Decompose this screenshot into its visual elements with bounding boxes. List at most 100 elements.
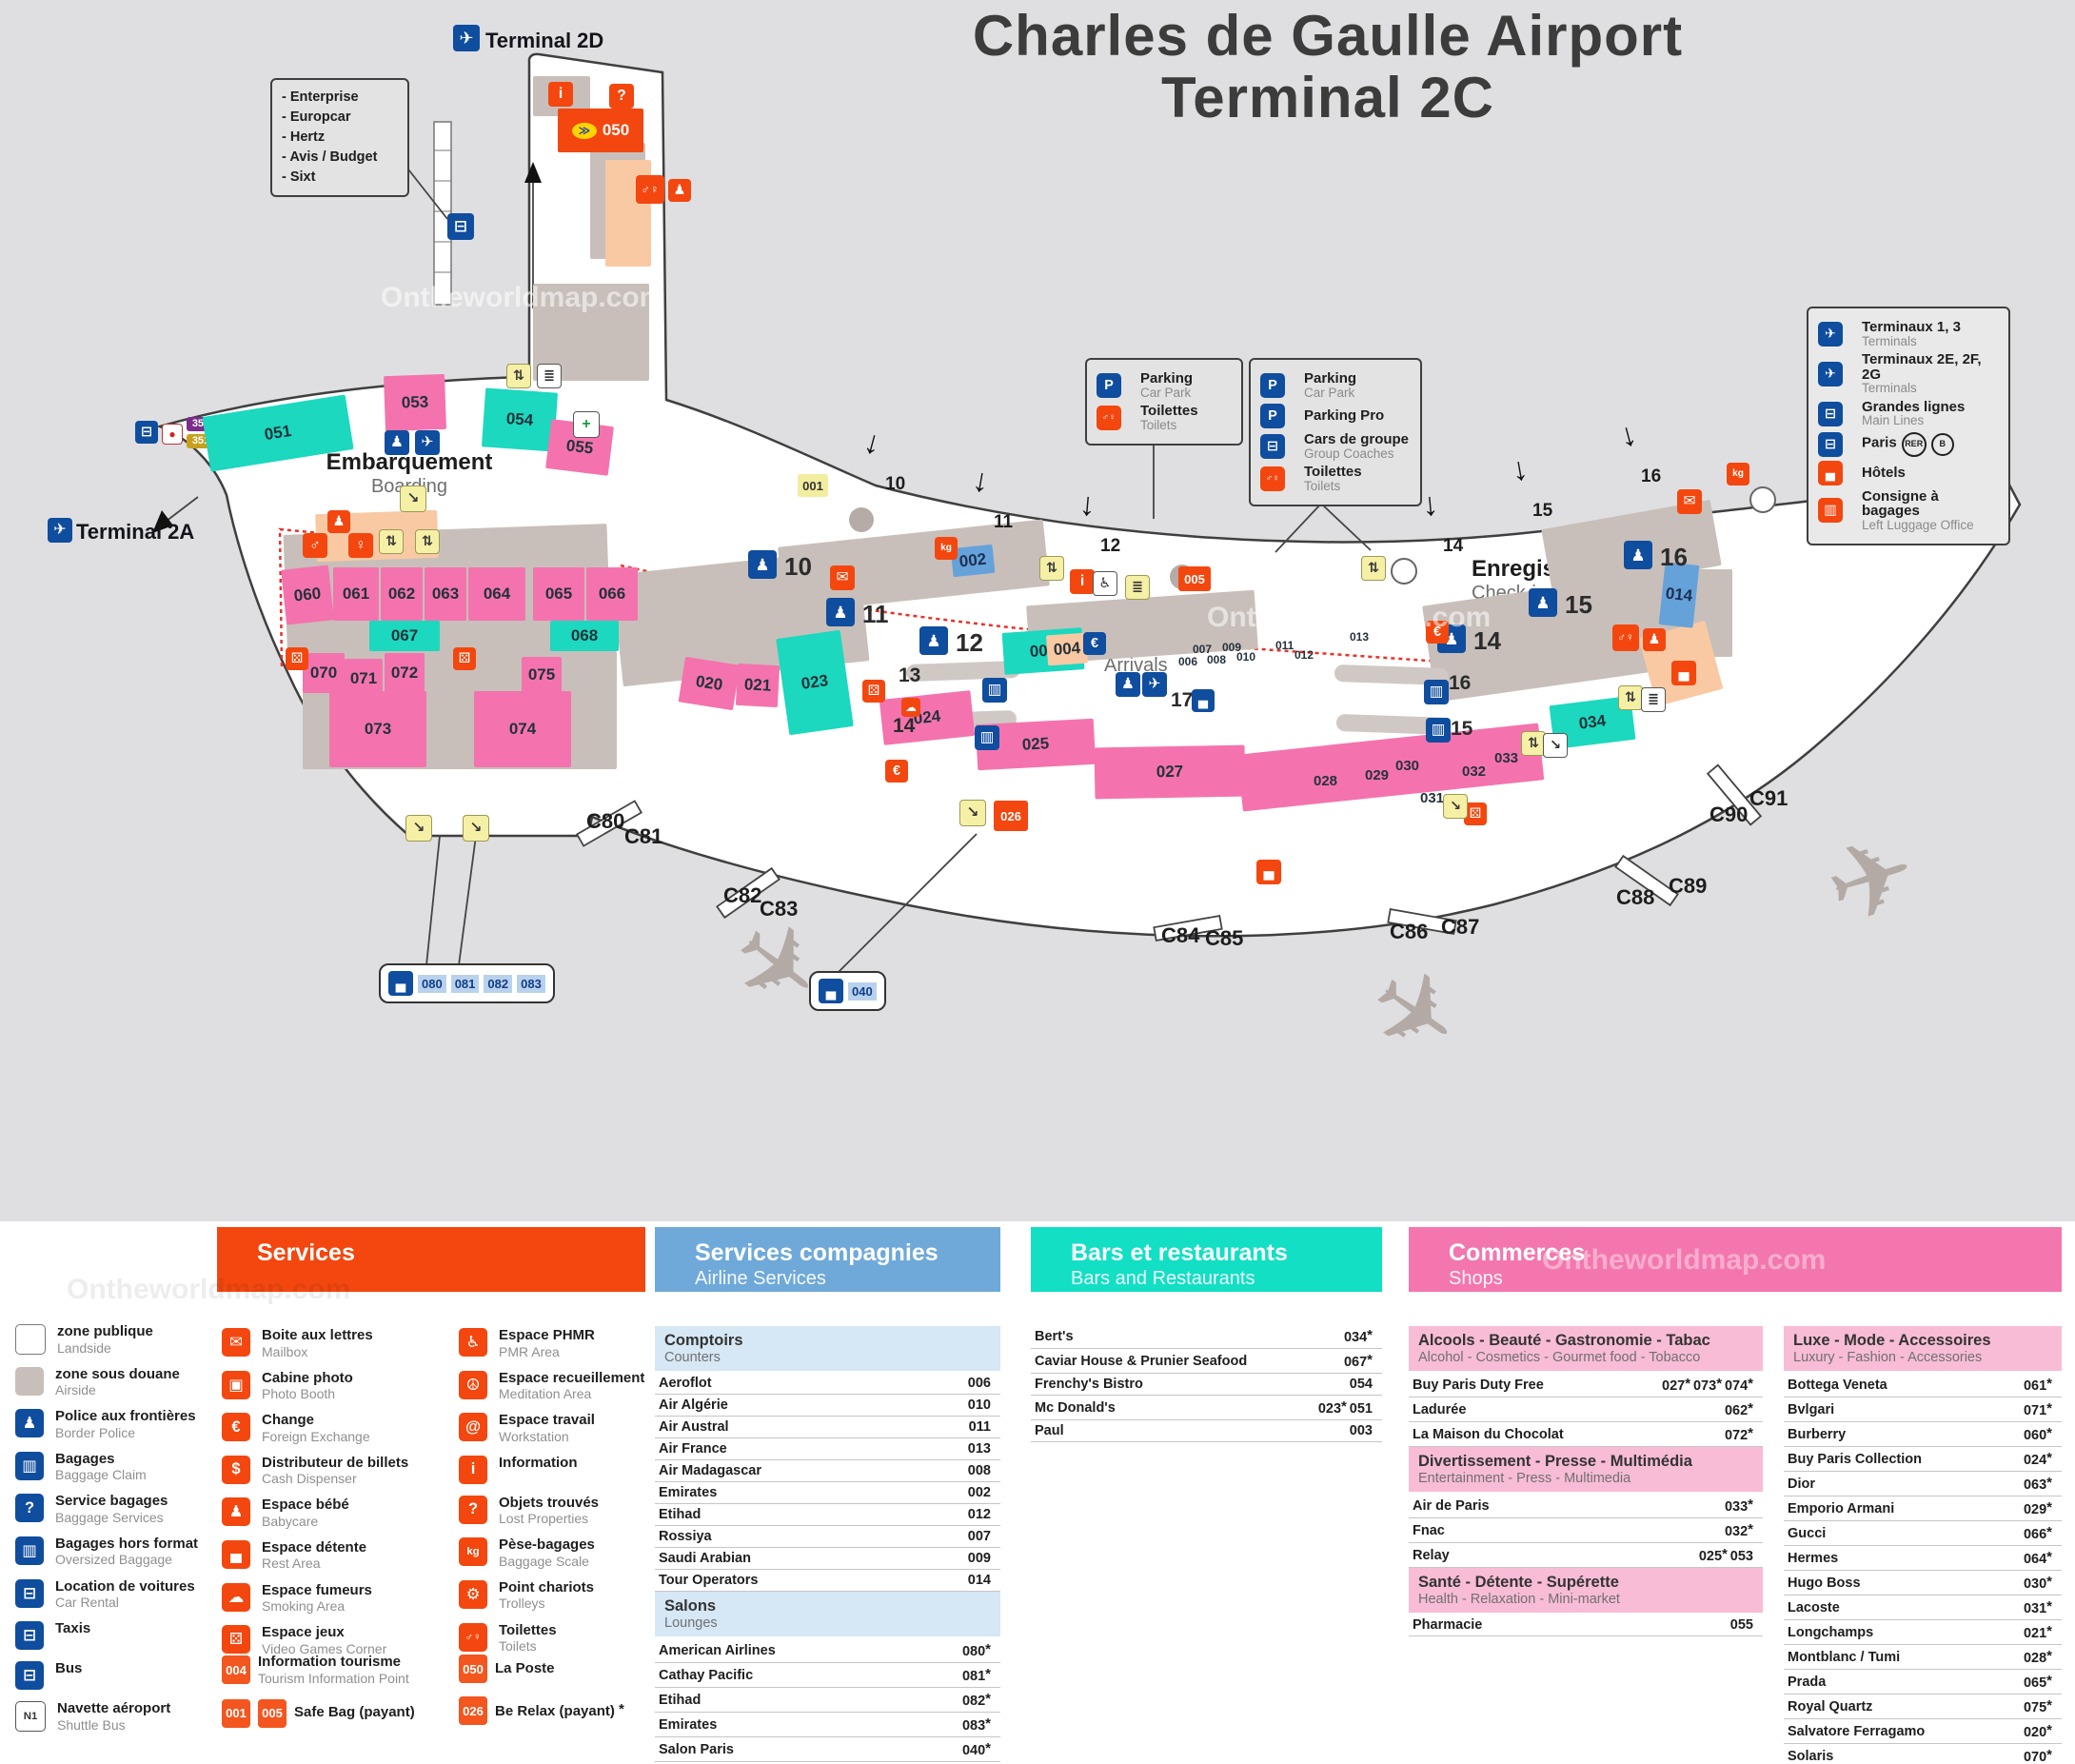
row-label: Prada [1788,1674,1827,1690]
photo-booth-icon: ▣ [222,1370,250,1399]
section-title-fr: Comptoirs [664,1332,743,1349]
row-label: Bottega Veneta [1788,1377,1887,1393]
workstation-icon: @ [459,1413,487,1442]
toilets-icon: ♂♀ [1260,466,1285,491]
row-number: 011 [968,1419,991,1435]
badge-RER: RER [1901,431,1927,457]
cash-dispenser-icon: € [885,760,908,783]
row-number: 028 [2023,1651,2047,1666]
car-rental-icon: ⊟ [15,1578,44,1608]
lounge-badge-040: ▄ 040 [809,971,886,1011]
legend-fr: Safe Bag (payant) [294,1704,415,1721]
row-number: 014 [967,1573,991,1588]
zone-number: 068 [570,626,599,644]
map-zone-026: 026 [994,801,1028,831]
row-number: 066 [2023,1527,2047,1542]
star-marker: * [1367,1327,1373,1343]
gate-label: C91 [1749,786,1788,810]
row-numbers: 063* [2024,1475,2052,1493]
row-number: 083 [961,1718,986,1734]
row-numbers: 082* [962,1691,991,1709]
legend-fr: Taxis [55,1620,91,1637]
counter-number: 013 [1350,630,1370,644]
road-number: 15 [1532,501,1553,521]
escalator-icon: ↘ [1443,794,1468,819]
legend-text: Information [499,1455,578,1472]
zone-number: 025 [1021,734,1050,754]
checkin-number: 14 [1473,626,1501,655]
video-games-icon: ⚄ [453,647,476,670]
car-rental-company: - Sixt [282,169,316,186]
map-zone-027: 027 [1094,744,1246,800]
row-number: 081 [961,1669,986,1684]
legend-fr: Bagages hors format [55,1535,199,1552]
legend-en: Rest Area [262,1556,321,1572]
legend-fr: Police aux frontières [55,1408,196,1425]
baby-icon: ♟ [327,510,350,533]
airline-header-fr: Services compagnies [695,1239,939,1266]
row-number: 067 [1343,1355,1368,1370]
bus-item: ⊟Bus [15,1661,215,1691]
paris-shuttle-icon: ● [162,424,183,445]
stairs-icon: ≣ [537,364,562,388]
row-numbers: 032* [1725,1521,1753,1539]
legend-en: Cash Dispenser [262,1471,357,1487]
toilets-men-icon: ♂ [303,533,327,558]
row-number: 073 [1690,1378,1717,1394]
plane-icon: ✈ [1818,361,1843,386]
row-label: Bvlgari [1788,1401,1835,1417]
row-number: 023 [1317,1401,1342,1417]
checkin-number: 11 [862,600,889,628]
legend-en: Group Coaches [1304,446,1394,461]
legend-en: Oversized Baggage [55,1552,172,1568]
toilets-icon: ♂♀ [459,1622,487,1652]
service-badge-004: 004 [222,1655,250,1685]
escalator-icon: ↘ [1543,733,1568,758]
gate-label: C82 [723,883,762,907]
row-numbers: 029* [2024,1499,2052,1517]
legend-fr: Espace recueillement [499,1369,645,1386]
lounge-badge: 082 [484,974,513,993]
toilets-icon: ♂♀ [1097,405,1121,430]
row-label: Aeroflot [659,1376,712,1391]
baggage-claim-icon: ▥ [982,678,1007,703]
row-label: Air Madagascar [659,1463,761,1478]
row-number: 074 [1722,1378,1749,1394]
section-title-en: Entertainment - Press - Multimedia [1418,1471,1631,1486]
arrivals-en: Arrivals [1104,655,1168,676]
row-numbers: 010 [968,1397,991,1413]
lift-icon: ⇅ [1361,556,1386,581]
legend-fr: Information tourisme [258,1654,402,1670]
star-marker: * [2046,1673,2052,1689]
star-marker: * [985,1666,991,1682]
row-label: Salvatore Ferragamo [1788,1723,1926,1739]
row-numbers: 012 [968,1507,991,1522]
row-number: 007 [967,1529,991,1544]
section-title-fr: Santé - Détente - Supérette [1418,1574,1619,1591]
row-number: 013 [967,1441,991,1457]
map-zone-021: 021 [735,663,781,708]
row-number: 032 [1724,1524,1749,1539]
car-rental-company: - Europcar [282,109,351,126]
star-marker: * [985,1715,991,1732]
star-marker: * [1748,1496,1753,1513]
section-title-fr: Salons [664,1597,717,1615]
map-zone-023: 023 [776,629,854,736]
star-marker: * [2046,1524,2052,1540]
